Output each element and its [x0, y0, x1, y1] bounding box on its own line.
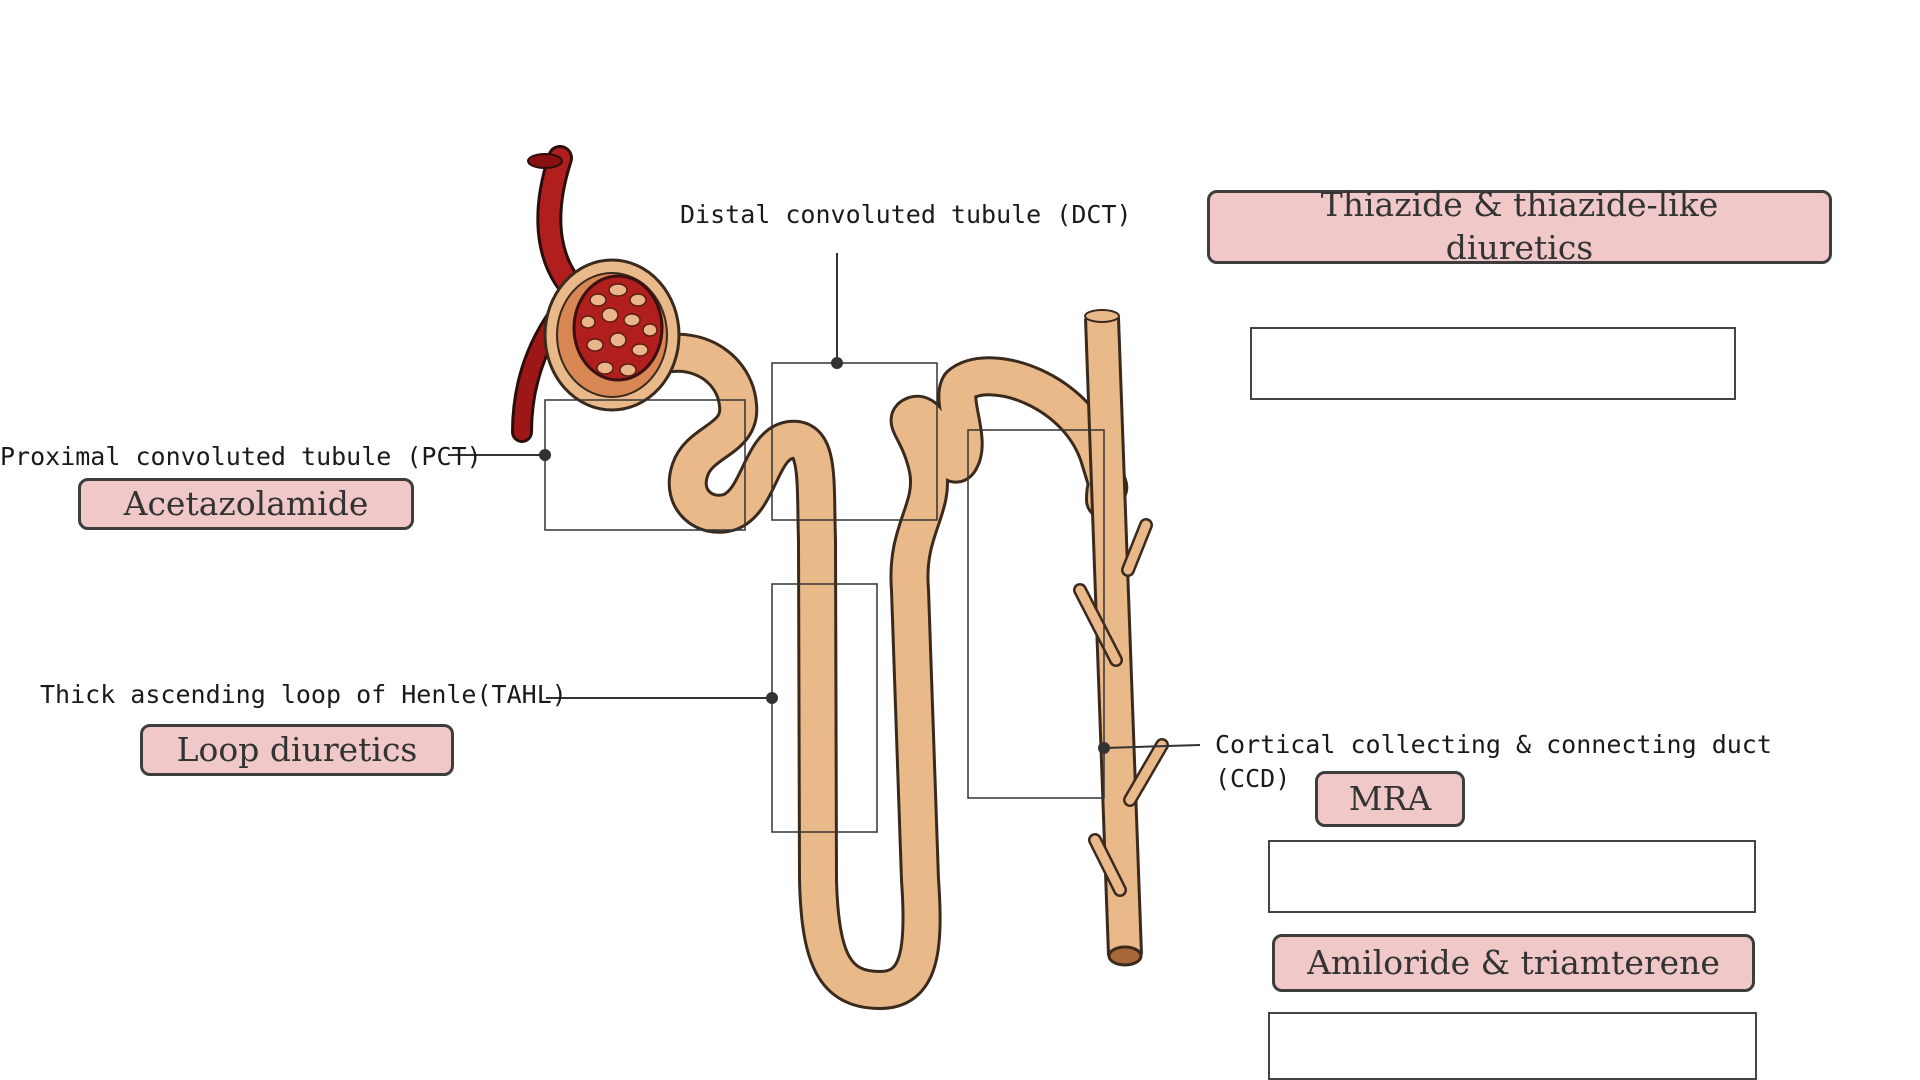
ccd-label-line1: Cortical collecting & connecting duct	[1215, 730, 1772, 760]
thiazide-line1: Thiazide & thiazide-like	[1321, 184, 1719, 227]
mra-answer-box[interactable]	[1268, 840, 1756, 913]
amiloride-drug-box: Amiloride & triamterene	[1272, 934, 1755, 992]
ccd-region-box	[968, 430, 1104, 798]
acetazolamide-drug-box: Acetazolamide	[78, 478, 414, 530]
dct-label: Distal convoluted tubule (DCT)	[680, 200, 1132, 230]
thiazide-line2: diuretics	[1446, 227, 1593, 270]
amiloride-answer-box[interactable]	[1268, 1012, 1757, 1080]
pct-label: Proximal convoluted tubule (PCT)	[0, 442, 482, 472]
collecting-duct	[1080, 310, 1162, 965]
ccd-label-line2: (CCD)	[1215, 764, 1290, 794]
tahl-label: Thick ascending loop of Henle(TAHL)	[40, 680, 567, 710]
thiazide-answer-box[interactable]	[1250, 327, 1736, 400]
thiazide-drug-box: Thiazide & thiazide-like diuretics	[1207, 190, 1832, 264]
loop-diuretics-drug-box: Loop diuretics	[140, 724, 454, 776]
mra-drug-box: MRA	[1315, 771, 1465, 827]
